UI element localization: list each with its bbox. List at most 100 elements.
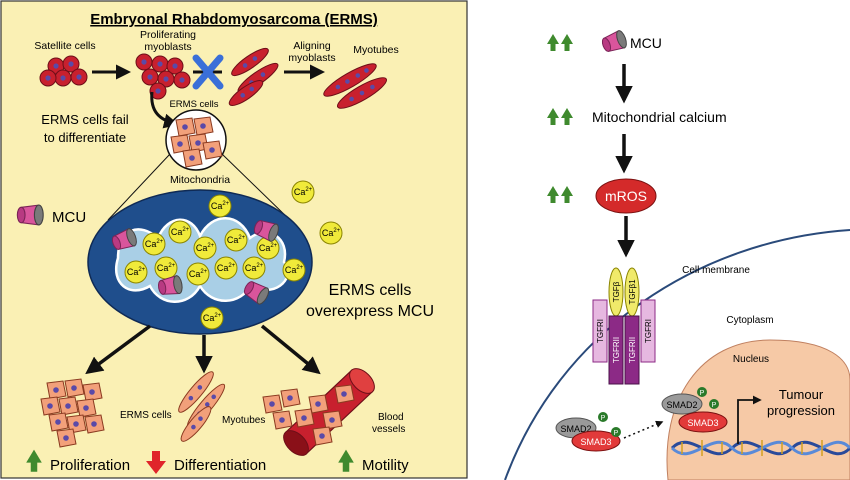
erms-cells-outcome-label: ERMS cells xyxy=(120,410,172,421)
mitochondrion xyxy=(87,189,313,335)
motility-label: Motility xyxy=(362,457,409,474)
nucleus-label: Nucleus xyxy=(733,354,769,365)
mitochondria-label: Mitochondria xyxy=(170,174,230,186)
tgfri-left-label: TGFRI xyxy=(596,319,605,343)
differentiation-down-arrow-icon xyxy=(146,451,166,474)
tgfrii-left-label: TGFRII xyxy=(612,337,621,363)
calcium-ion: Ca2+ xyxy=(154,256,178,280)
smad-complex-cytoplasm: SMAD2 SMAD3 P P xyxy=(555,412,621,452)
blood-vessels-label-1: Blood xyxy=(378,412,404,423)
svg-text:Ca2+: Ca2+ xyxy=(245,263,264,273)
phospho-cyto-1: P xyxy=(601,415,606,422)
myotubes-top xyxy=(323,63,387,109)
svg-text:Ca2+: Ca2+ xyxy=(189,269,208,279)
calcium-ion: Ca2+ xyxy=(193,236,217,260)
myotubes-outcome xyxy=(178,371,226,442)
zoom-line-left xyxy=(107,153,171,221)
calcium-ions: Ca2+ Ca2+ Ca2+ Ca2+ Ca2+ Ca2+ Ca2+ Ca2+ … xyxy=(124,180,343,330)
tgfrii-right-label: TGFRII xyxy=(628,337,637,363)
calcium-ion: Ca2+ xyxy=(142,232,166,256)
phospho-nuc-1: P xyxy=(700,390,705,397)
tumour-label-2: progression xyxy=(767,403,835,418)
left-panel: Embryonal Rhabdomyosarcoma (ERMS) Satell… xyxy=(0,0,468,479)
calcium-ion: Ca2+ xyxy=(214,256,238,280)
svg-text:Ca2+: Ca2+ xyxy=(227,235,246,245)
phospho-nuc-2: P xyxy=(712,402,717,409)
mros-increase-icon xyxy=(547,186,573,203)
tgf-receptor-complex: TGFRI TGFRII TGFRII TGFRI xyxy=(592,299,656,385)
erms-cells-inset xyxy=(165,109,227,171)
blocked-x-icon xyxy=(192,54,224,90)
calcium-ion: Ca2+ xyxy=(186,262,210,286)
calcium-increase-icon xyxy=(547,108,573,125)
mros-label: mROS xyxy=(605,188,647,204)
svg-text:Ca2+: Ca2+ xyxy=(294,187,313,197)
fail-label-2: to differentiate xyxy=(44,130,126,145)
transcription-arrow xyxy=(737,395,762,444)
svg-text:Ca2+: Ca2+ xyxy=(322,228,341,238)
erms-cells-inset-label: ERMS cells xyxy=(169,99,218,110)
fail-label-1: ERMS cells fail xyxy=(41,112,129,127)
right-panel: Cell membrane Cytoplasm Nucleus MCU Mito… xyxy=(504,28,850,480)
mros-oval xyxy=(595,178,657,214)
svg-text:Ca2+: Ca2+ xyxy=(217,263,236,273)
aligning-myoblasts xyxy=(228,47,279,106)
mcu-legend-icon xyxy=(16,204,44,226)
tgfb1-label: TGFβ1 xyxy=(628,279,637,305)
overexpress-label-1: ERMS cells xyxy=(329,282,412,299)
tgfb-label: TGFβ xyxy=(612,281,621,302)
svg-text:Ca2+: Ca2+ xyxy=(196,243,215,253)
tumour-label-1: Tumour xyxy=(779,387,824,402)
svg-text:Ca2+: Ca2+ xyxy=(157,263,176,273)
myotubes-outcome-label: Myotubes xyxy=(222,415,265,426)
calcium-ion: Ca2+ xyxy=(291,180,315,204)
proliferating-label-2: myoblasts xyxy=(144,41,191,53)
smad2-nuc-label: SMAD2 xyxy=(666,400,697,410)
svg-text:Ca2+: Ca2+ xyxy=(127,267,146,277)
calcium-ion: Ca2+ xyxy=(242,256,266,280)
mcu-pathway-icon xyxy=(599,28,629,55)
differentiation-label: Differentiation xyxy=(174,457,266,474)
smad2-cyto-label: SMAD2 xyxy=(560,424,591,434)
phospho-cyto-2: P xyxy=(614,430,619,437)
calcium-ion: Ca2+ xyxy=(319,221,343,245)
mcu-legend-label: MCU xyxy=(52,209,86,226)
svg-text:Ca2+: Ca2+ xyxy=(145,239,164,249)
satellite-cells-label: Satellite cells xyxy=(34,40,95,52)
calcium-ion: Ca2+ xyxy=(200,306,224,330)
dna-helix xyxy=(670,440,850,456)
mito-calcium-label: Mitochondrial calcium xyxy=(592,109,727,125)
overexpress-label-2: overexpress MCU xyxy=(306,303,434,320)
proliferation-label: Proliferation xyxy=(50,457,130,474)
aligning-label-2: myoblasts xyxy=(288,52,335,64)
arrow-to-erms-outcome xyxy=(85,324,152,375)
smad-complex-nucleus: SMAD2 SMAD3 P P xyxy=(661,387,728,433)
cytoplasm-label: Cytoplasm xyxy=(726,315,773,326)
myotubes-top-label: Myotubes xyxy=(353,44,399,56)
tgfri-right-label: TGFRI xyxy=(644,319,653,343)
aligning-label-1: Aligning xyxy=(293,40,331,52)
tgfb-ligands: TGFβ TGFβ1 xyxy=(608,267,640,317)
svg-text:Ca2+: Ca2+ xyxy=(259,243,278,253)
proliferating-label-1: Proliferating xyxy=(140,29,196,41)
calcium-ion: Ca2+ xyxy=(168,220,192,244)
calcium-ion: Ca2+ xyxy=(124,260,148,284)
left-panel-title: Embryonal Rhabdomyosarcoma (ERMS) xyxy=(90,11,378,28)
arrow-to-blood-outcome xyxy=(260,324,321,375)
calcium-ion: Ca2+ xyxy=(256,236,280,260)
cell-membrane-label: Cell membrane xyxy=(682,265,750,276)
pathway-mcu-label: MCU xyxy=(630,35,662,51)
dotted-translocation-arrow xyxy=(623,420,664,439)
smad3-cyto-label: SMAD3 xyxy=(580,437,611,447)
svg-text:Ca2+: Ca2+ xyxy=(171,227,190,237)
calcium-ion: Ca2+ xyxy=(224,228,248,252)
blood-vessels-label-2: vessels xyxy=(372,424,405,435)
mcu-increase-icon xyxy=(547,34,573,51)
svg-text:Ca2+: Ca2+ xyxy=(285,265,304,275)
smad3-nuc-label: SMAD3 xyxy=(687,418,718,428)
calcium-ion: Ca2+ xyxy=(208,194,232,218)
nucleus xyxy=(666,339,850,480)
zoom-line-right xyxy=(221,153,291,221)
calcium-ion: Ca2+ xyxy=(282,258,306,282)
